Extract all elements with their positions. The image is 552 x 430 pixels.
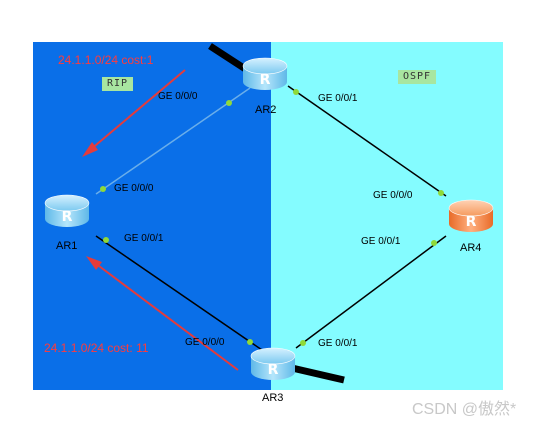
link-ar1-ar3 [95,235,263,351]
ar3-port-ge001: GE 0/0/1 [318,338,358,349]
router-icon-ar4[interactable]: R [448,199,494,232]
router-icon-ar1[interactable]: R [44,194,90,227]
ar1-port-ge000: GE 0/0/0 [114,183,154,194]
ar1-name: AR1 [56,240,78,252]
ar4-port-ge001: GE 0/0/1 [361,236,401,247]
port-dot-ar4-ge000 [438,190,444,196]
ar1-port-ge001: GE 0/0/1 [124,233,164,244]
port-dot-ar2-ge000 [226,100,232,106]
svg-text:R: R [466,214,477,230]
port-dot-ar4-ge001 [431,240,437,246]
link-ar3-ar4 [295,235,447,349]
svg-text:R: R [62,209,73,225]
ar4-name: AR4 [460,242,482,254]
port-dot-ar2-ge001 [293,89,299,95]
router-icon-ar2[interactable]: R [242,57,288,90]
route-arrow-top [82,69,186,157]
ar3-port-ge000: GE 0/0/0 [185,337,225,348]
route-label-top: 24.1.1.0/24 cost:1 [58,53,154,67]
port-dot-ar1-ge000 [100,186,106,192]
ar2-port-ge000: GE 0/0/0 [158,91,198,102]
router-icon-ar3[interactable]: R [250,347,296,380]
route-arrow-bottom [86,256,239,371]
watermark: CSDN @傲然* [412,401,517,418]
ar2-port-ge001: GE 0/0/1 [318,93,358,104]
link-ar2-ar4 [287,85,447,197]
svg-text:R: R [268,362,279,378]
ar4-port-ge000: GE 0/0/0 [373,190,413,201]
ar2-name: AR2 [255,104,277,116]
ar3-name: AR3 [262,392,284,404]
route-label-bottom: 24.1.1.0/24 cost: 11 [44,341,149,355]
link-ar2-ar1 [95,87,251,195]
port-dot-ar3-ge001 [300,340,306,346]
svg-text:R: R [260,72,271,88]
rip-label: RIP [102,77,134,91]
cable-ar3 [291,364,345,384]
ospf-label: OSPF [398,70,437,84]
port-dot-ar1-ge001 [103,237,109,243]
port-dot-ar3-ge000 [247,339,253,345]
